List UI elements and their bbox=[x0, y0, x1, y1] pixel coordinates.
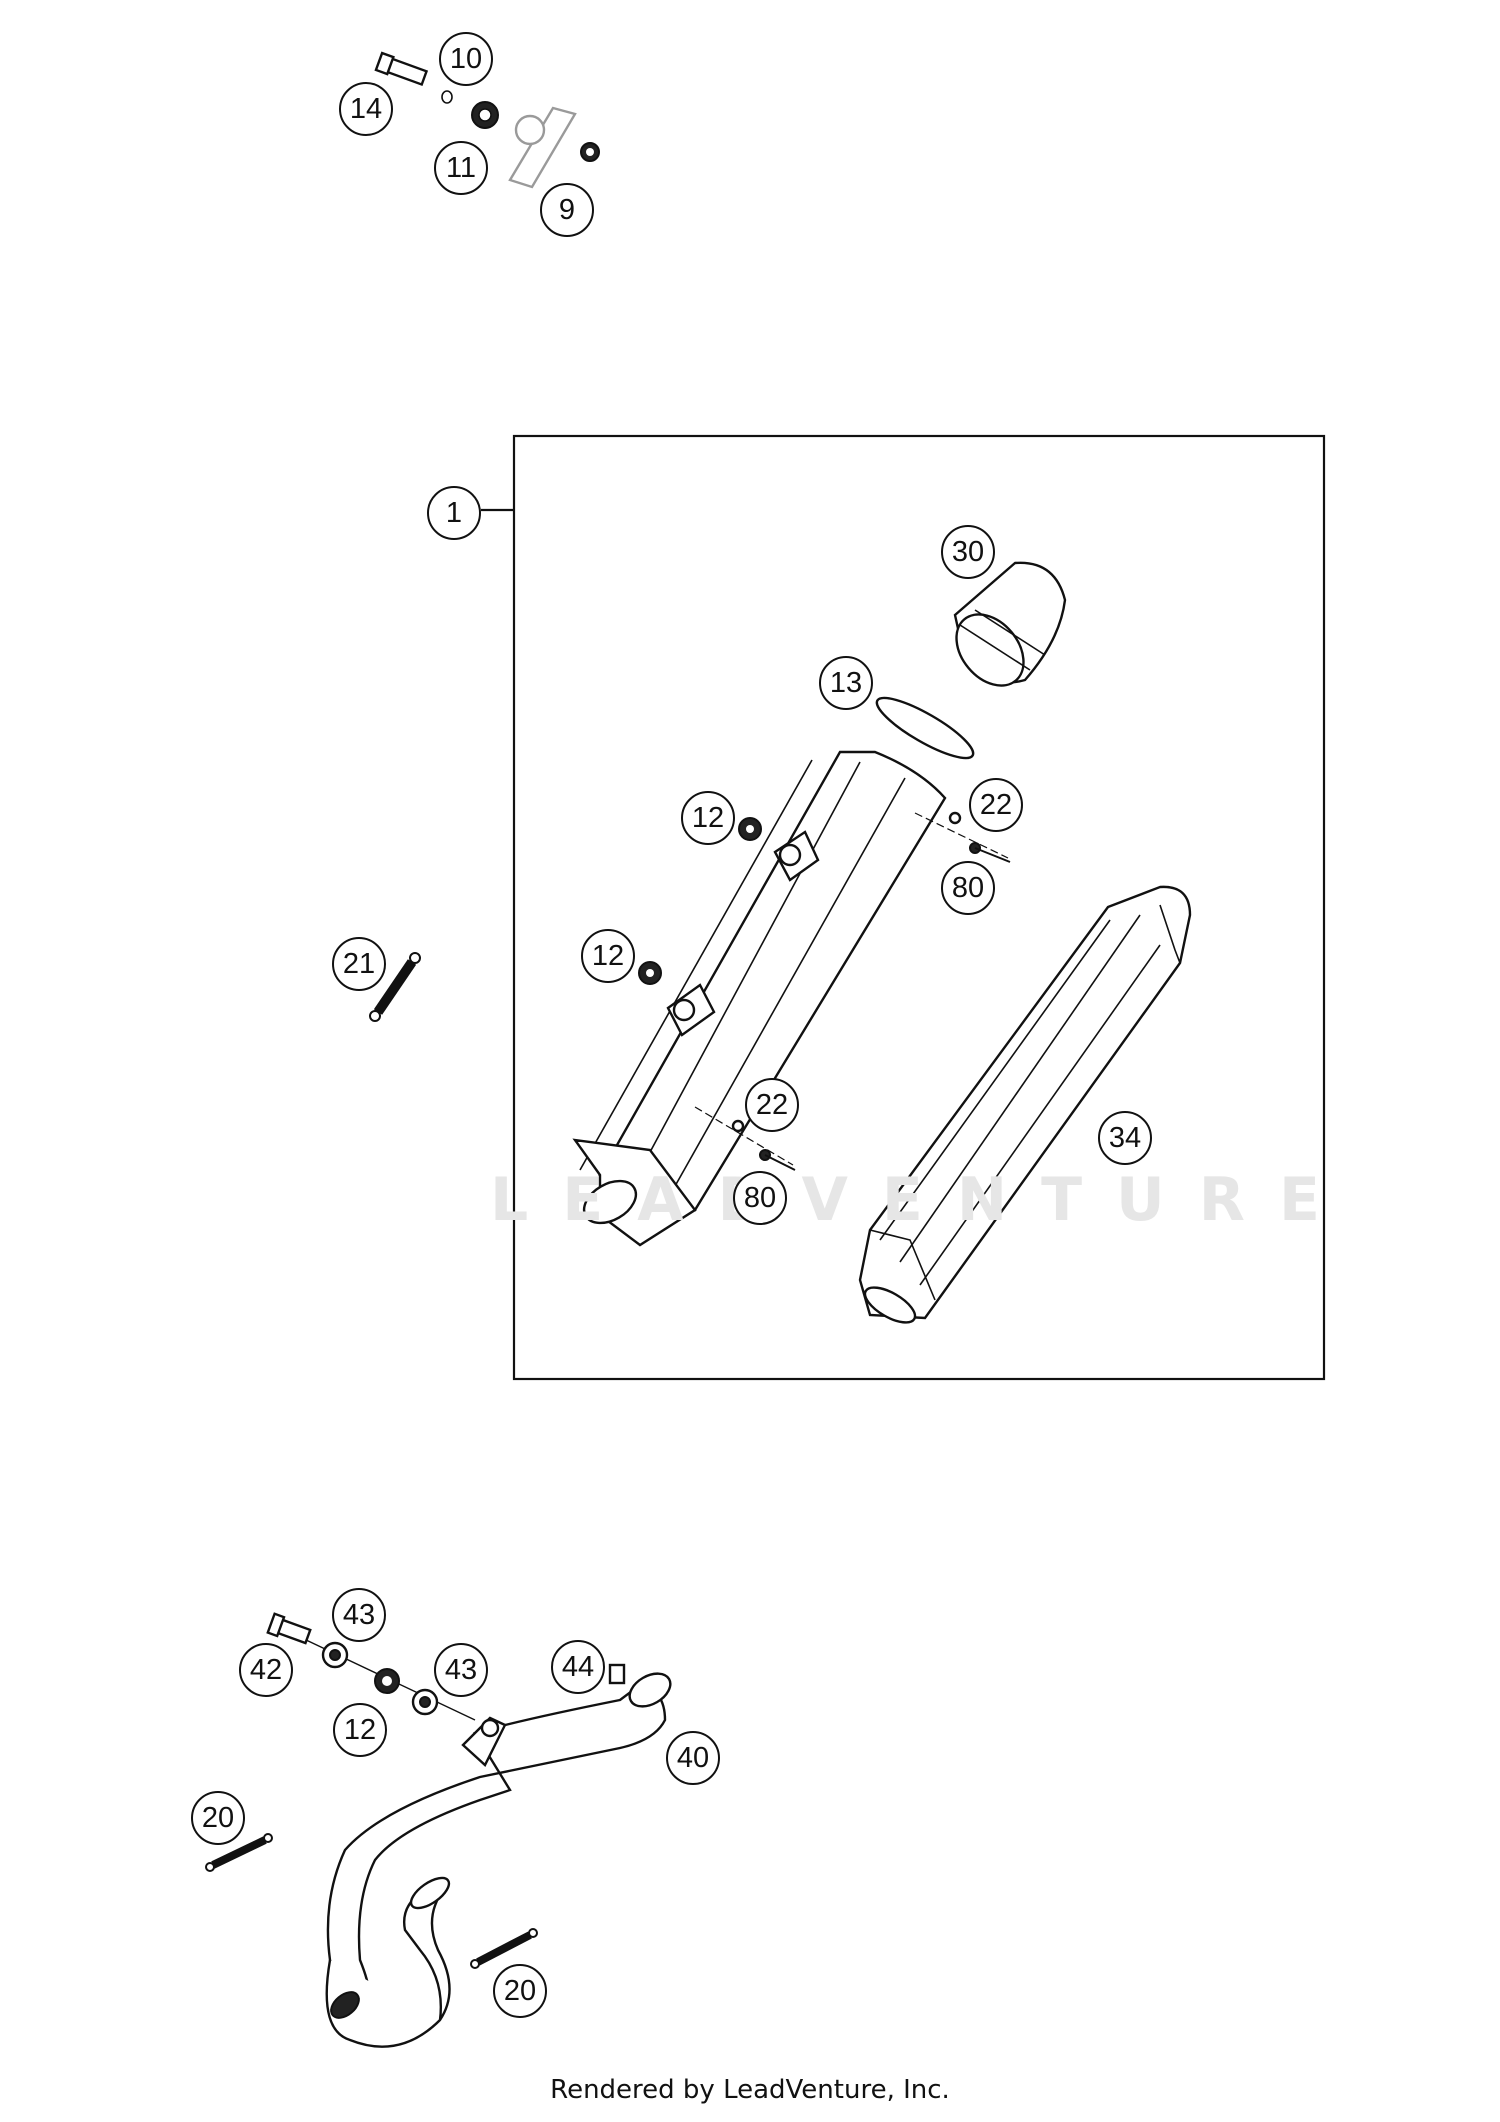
end-cap-part bbox=[953, 561, 1067, 687]
callout-34[interactable]: 34 bbox=[1098, 1111, 1152, 1165]
callout-43b[interactable]: 43 bbox=[434, 1643, 488, 1697]
callout-21[interactable]: 21 bbox=[332, 937, 386, 991]
callout-1[interactable]: 1 bbox=[427, 486, 481, 540]
callout-12b[interactable]: 12 bbox=[581, 929, 635, 983]
gasket-part bbox=[875, 696, 975, 760]
callout-20b[interactable]: 20 bbox=[493, 1964, 547, 2018]
callout-12a[interactable]: 12 bbox=[681, 791, 735, 845]
callout-42[interactable]: 42 bbox=[239, 1643, 293, 1697]
footer-credit: Rendered by LeadVenture, Inc. bbox=[550, 2075, 950, 2105]
callout-80a[interactable]: 80 bbox=[941, 861, 995, 915]
watermark-text: LEADVENTURE bbox=[490, 1165, 1354, 1235]
spring-part bbox=[369, 952, 421, 1022]
callout-43a[interactable]: 43 bbox=[332, 1588, 386, 1642]
callout-80b[interactable]: 80 bbox=[733, 1171, 787, 1225]
assembly-box bbox=[512, 434, 1326, 1381]
header-pipe-part bbox=[325, 1672, 672, 2048]
top-mount-group bbox=[374, 51, 600, 189]
callout-12c[interactable]: 12 bbox=[333, 1703, 387, 1757]
callout-11[interactable]: 11 bbox=[434, 141, 488, 195]
callout-20a[interactable]: 20 bbox=[191, 1791, 245, 1845]
muffler-body-part bbox=[572, 750, 947, 1247]
callout-30[interactable]: 30 bbox=[941, 525, 995, 579]
callout-10[interactable]: 10 bbox=[439, 32, 493, 86]
callout-22b[interactable]: 22 bbox=[745, 1078, 799, 1132]
callout-22a[interactable]: 22 bbox=[969, 778, 1023, 832]
muffler-sleeve-part bbox=[858, 885, 1192, 1324]
callout-9[interactable]: 9 bbox=[540, 183, 594, 237]
callout-14[interactable]: 14 bbox=[339, 82, 393, 136]
callout-44[interactable]: 44 bbox=[551, 1640, 605, 1694]
callout-13[interactable]: 13 bbox=[819, 656, 873, 710]
callout-40[interactable]: 40 bbox=[666, 1731, 720, 1785]
